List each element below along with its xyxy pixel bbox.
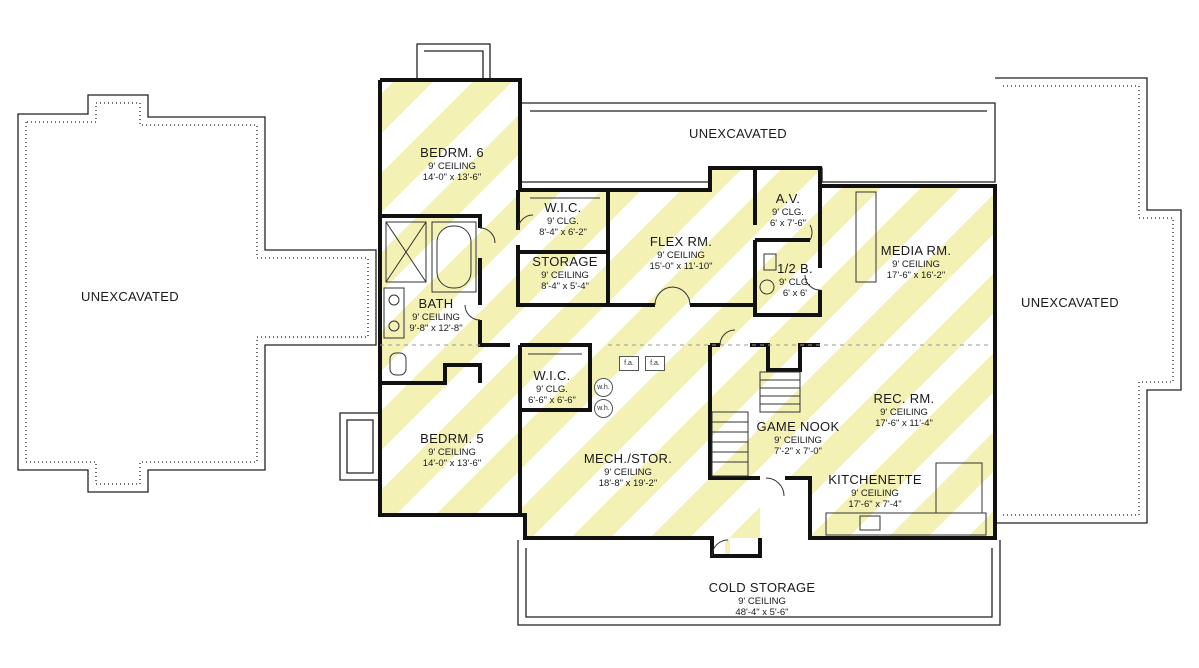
room-name: W.I.C. <box>544 200 582 215</box>
room-size: 17'-6" x 16'-2" <box>886 269 946 281</box>
room-ceiling: 9' CEILING <box>541 269 589 281</box>
stairs <box>711 371 801 477</box>
room-name: MECH./STOR. <box>583 451 673 466</box>
water-heater-fixture: w.h. <box>594 399 613 418</box>
water-heater-fixture: w.h. <box>594 378 613 397</box>
room-size: 6' x 6' <box>782 287 808 299</box>
room-name: BEDRM. 6 <box>420 145 484 160</box>
room-ceiling: 9' CEILING <box>428 160 476 172</box>
finished-area <box>380 80 995 555</box>
room-cold-storage: COLD STORAGE 9' CEILING 48'-4" x 5'-6" <box>709 580 816 618</box>
room-name: FLEX RM. <box>649 234 713 249</box>
room-ceiling: 9' CEILING <box>880 406 928 418</box>
room-size: 8'-4" x 5'-4" <box>541 280 589 292</box>
room-size: 17'-6" x 7'-4" <box>848 498 902 510</box>
room-ceiling: 9' CEILING <box>738 595 786 607</box>
room-ceiling: 9' CEILING <box>428 446 476 458</box>
furnace-fixture: f.a. <box>619 356 639 371</box>
room-size: 14'-0" x 13'-6" <box>422 171 482 183</box>
room-bedrm6: BEDRM. 6 9' CEILING 14'-0" x 13'-6" <box>420 145 484 183</box>
room-size: 14'-0" x 13'-6" <box>422 457 482 469</box>
room-wic-mid: W.I.C. 9' CLG. 6'-6" x 6'-6" <box>528 368 576 406</box>
room-mech: MECH./STOR. 9' CEILING 18'-8" x 19'-2" <box>584 451 672 489</box>
room-flex: FLEX RM. 9' CEILING 15'-0" x 11'-10" <box>649 234 712 272</box>
room-ceiling: 9' CEILING <box>774 434 822 446</box>
room-name: BEDRM. 5 <box>420 431 484 446</box>
room-ceiling: 9' CEILING <box>657 249 705 261</box>
room-kitchenette: KITCHENETTE 9' CEILING 17'-6" x 7'-4" <box>828 472 922 510</box>
room-av: A.V. 9' CLG. 6' x 7'-6" <box>770 191 806 229</box>
room-name: 1/2 B. <box>777 261 813 276</box>
room-name: GAME NOOK <box>756 419 840 434</box>
room-name: COLD STORAGE <box>708 580 816 595</box>
room-ceiling: 9' CEILING <box>892 258 940 270</box>
room-name: W.I.C. <box>533 368 571 383</box>
room-name: A.V. <box>775 191 801 206</box>
room-ceiling: 9' CEILING <box>851 487 899 499</box>
room-name: BATH <box>418 296 454 311</box>
room-name: MEDIA RM. <box>880 243 952 258</box>
unexcavated-top-label: UNEXCAVATED <box>689 126 787 141</box>
room-game-nook: GAME NOOK 9' CEILING 7'-2" x 7'-0" <box>757 419 840 457</box>
room-name: STORAGE <box>532 254 598 269</box>
room-size: 6' x 7'-6" <box>769 217 807 229</box>
unexcavated-right-label: UNEXCAVATED <box>1021 295 1119 310</box>
unexcavated-right-outline <box>995 77 1182 524</box>
walls <box>378 78 997 558</box>
room-ceiling: 9' CLG. <box>772 206 804 218</box>
room-ceiling: 9' CLG. <box>779 276 811 288</box>
room-storage: STORAGE 9' CEILING 8'-4" x 5'-4" <box>532 254 597 292</box>
room-wic-top: W.I.C. 9' CLG. 8'-4" x 6'-2" <box>539 200 587 238</box>
room-size: 9'-8" x 12'-8" <box>409 322 463 334</box>
room-bath: BATH 9' CEILING 9'-8" x 12'-8" <box>409 296 462 334</box>
room-name: REC. RM. <box>873 391 935 406</box>
room-size: 15'-0" x 11'-10" <box>649 260 713 272</box>
room-size: 7'-2" x 7'-0" <box>774 445 822 457</box>
interior-details <box>380 191 990 557</box>
furnace-fixture: f.a. <box>645 356 665 371</box>
room-bedrm5: BEDRM. 5 9' CEILING 14'-0" x 13'-6" <box>420 431 484 469</box>
room-media: MEDIA RM. 9' CEILING 17'-6" x 16'-2" <box>881 243 952 281</box>
room-size: 8'-4" x 6'-2" <box>539 226 587 238</box>
room-size: 6'-6" x 6'-6" <box>528 394 576 406</box>
room-size: 48'-4" x 5'-6" <box>735 606 789 618</box>
room-ceiling: 9' CEILING <box>412 311 460 323</box>
room-size: 18'-8" x 19'-2" <box>598 477 658 489</box>
room-ceiling: 9' CEILING <box>604 466 652 478</box>
room-half-bath: 1/2 B. 9' CLG. 6' x 6' <box>777 261 813 299</box>
unexcavated-left-label: UNEXCAVATED <box>81 289 179 304</box>
cold-storage-outline <box>517 540 1001 626</box>
room-rec: REC. RM. 9' CEILING 17'-6" x 11'-4" <box>874 391 935 429</box>
room-name: KITCHENETTE <box>828 472 922 487</box>
unexcavated-left-outline <box>17 94 377 493</box>
room-ceiling: 9' CLG. <box>547 215 579 227</box>
room-size: 17'-6" x 11'-4" <box>875 417 933 429</box>
room-ceiling: 9' CLG. <box>536 383 568 395</box>
